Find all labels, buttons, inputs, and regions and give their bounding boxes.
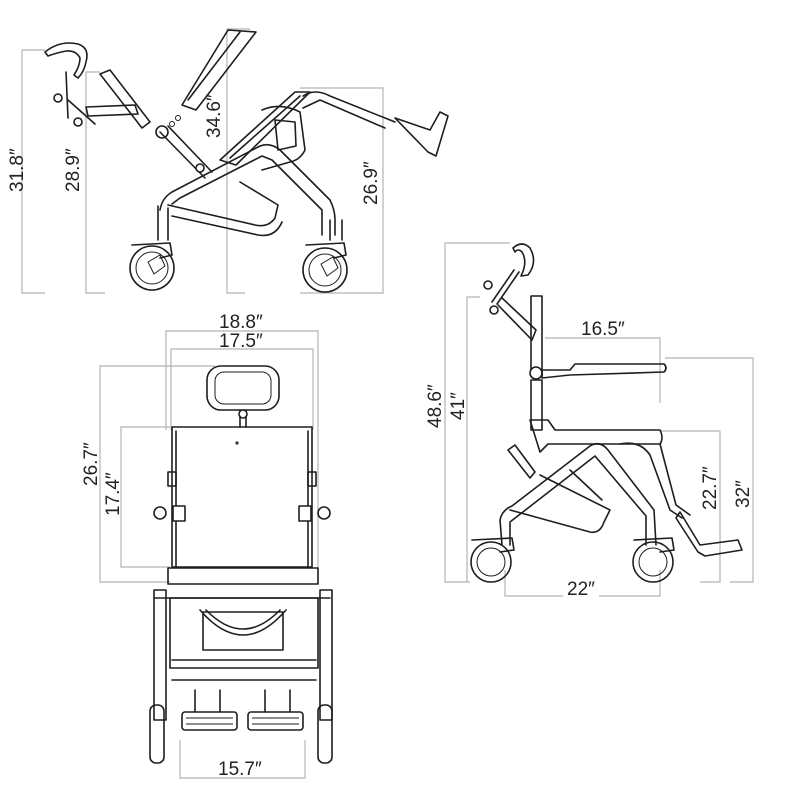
reclined-side-view (21, 28, 449, 294)
dim-label-armrest-height-reclined: 28.9″ (63, 148, 84, 192)
dim-line-22-7 (660, 430, 721, 583)
dim-label-armrest-height: 32″ (733, 480, 754, 508)
headrest-side (512, 243, 535, 277)
dim-label-backrest-top-height-reclined: 34.6″ (204, 94, 225, 138)
caster-front-side (470, 541, 512, 583)
backrest-front (171, 426, 313, 568)
dim-line-28-9 (85, 71, 105, 294)
footrest-left (181, 711, 238, 731)
dim-line-48-6 (444, 242, 510, 583)
dim-label-footrest-width: 15.7″ (218, 759, 262, 780)
dim-label-footrest-height-reclined: 26.9″ (361, 161, 382, 205)
main-frame (159, 143, 336, 236)
dim-line-18-8 (165, 330, 319, 570)
front-view (99, 330, 333, 779)
footrest-right (247, 711, 304, 731)
left-leg (153, 589, 167, 721)
knob-left (153, 506, 167, 520)
dim-label-seat-height: 22.7″ (700, 466, 721, 510)
caster-wheel-rear (302, 247, 348, 293)
dim-label-headrest-top-height: 31.8″ (7, 148, 28, 192)
armrest-side (541, 363, 667, 379)
pivot-joint-side (529, 366, 543, 380)
dim-label-backrest-height: 17.4″ (103, 472, 124, 516)
dim-label-overall-width: 18.8″ (219, 312, 263, 333)
upright-side-view (444, 242, 754, 597)
dim-line-16-5 (545, 337, 661, 403)
back-post-lower (530, 379, 543, 431)
dim-line-32 (665, 357, 754, 583)
dim-label-headrest-to-seat: 26.7″ (81, 442, 102, 486)
dim-line-26-9 (300, 87, 384, 294)
footrest-side (675, 511, 743, 557)
side-frame (499, 442, 657, 546)
caster-rear-side (632, 541, 674, 583)
dim-label-armrest-length: 16.5″ (581, 319, 625, 340)
wheel-right (317, 704, 333, 764)
back-post-upper (530, 295, 543, 377)
dim-label-wheelbase: 22″ (563, 580, 599, 599)
dim-line-31-8 (21, 49, 45, 294)
pivot-joint (155, 125, 169, 139)
dim-line-17-4 (120, 426, 170, 568)
dim-label-overall-height: 48.6″ (425, 384, 446, 428)
wheel-left (149, 704, 165, 764)
headrest-front (206, 365, 280, 411)
dim-line-26-7 (99, 365, 215, 583)
right-leg (319, 589, 333, 721)
dim-line-41 (466, 296, 480, 582)
caster-wheel-front (129, 245, 175, 291)
dim-line-15-7 (179, 740, 306, 779)
headrest-knob (53, 93, 63, 103)
knob-right (317, 506, 331, 520)
dim-label-inner-width: 17.5″ (219, 331, 263, 352)
dim-line-17-5 (170, 348, 314, 430)
headrest-shape (44, 42, 88, 79)
headrest-post (65, 71, 69, 119)
footrest-reclined (394, 111, 449, 157)
dim-label-backrest-top-height: 41″ (448, 392, 469, 420)
dim-line-34-6 (226, 28, 250, 294)
